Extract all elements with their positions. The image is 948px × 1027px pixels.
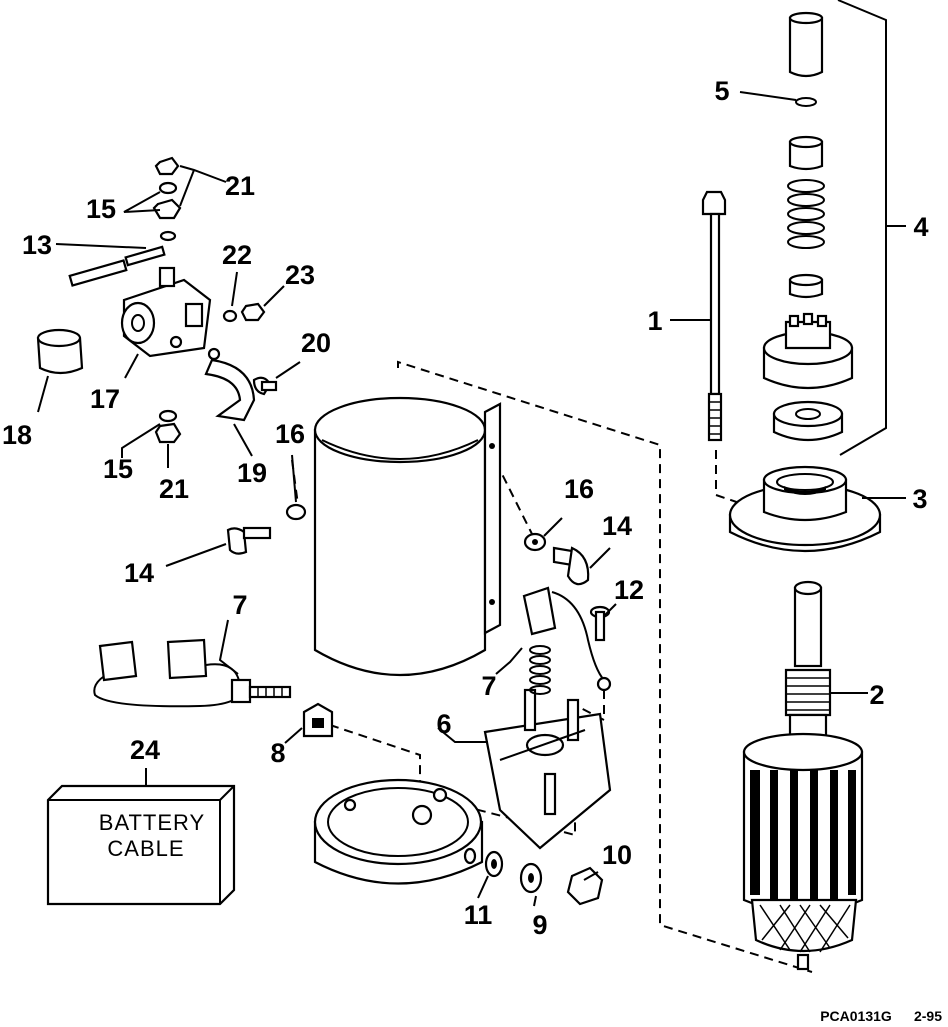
callout-10: 10: [602, 840, 632, 870]
callout-6: 6: [436, 709, 451, 739]
callout-15-bottom: 15: [103, 454, 133, 484]
part-8-terminal-clip: [302, 702, 334, 738]
hardware-parts: [226, 376, 604, 906]
callout-2: 2: [869, 680, 884, 710]
callout-8: 8: [270, 738, 285, 768]
brush-right-assembly: [522, 586, 612, 695]
part-6-brush-plate: [483, 688, 612, 850]
callout-21-bottom: 21: [159, 474, 189, 504]
figure-code: PCA0131G 2-95: [820, 1008, 942, 1024]
commutator-end-cap: [313, 778, 484, 885]
battery-cable-box: BATTERY CABLE: [46, 784, 236, 906]
callout-23: 23: [285, 260, 315, 290]
part-13-stud: [68, 245, 166, 287]
motor-frame: [313, 396, 502, 677]
callout-16-left: 16: [275, 419, 305, 449]
leader-lines: [37, 91, 906, 907]
callout-3: 3: [912, 484, 927, 514]
callout-labels: 1 2 3 4 5 6 7 7 8 9 10 11 12 13 14 14 15…: [2, 76, 929, 940]
callout-14-right: 14: [602, 511, 632, 541]
callout-7-right: 7: [481, 671, 496, 701]
part-3-end-cap: [728, 465, 882, 552]
callout-12: 12: [614, 575, 644, 605]
callout-18: 18: [2, 420, 32, 450]
callout-24: 24: [130, 735, 160, 765]
drive-assembly: [762, 11, 854, 442]
callout-1: 1: [647, 306, 662, 336]
callout-19: 19: [237, 458, 267, 488]
callout-13: 13: [22, 230, 52, 260]
battery-label: BATTERY: [99, 810, 205, 835]
callout-15-top: 15: [86, 194, 116, 224]
callout-22: 22: [222, 240, 252, 270]
callout-5: 5: [714, 76, 729, 106]
part-19-strap: [204, 347, 256, 422]
callout-17: 17: [90, 384, 120, 414]
callout-4: 4: [913, 212, 928, 242]
callout-7-left: 7: [232, 590, 247, 620]
part-18-boot: [36, 328, 84, 375]
callout-20: 20: [301, 328, 331, 358]
part-22-23-hardware: [222, 302, 266, 323]
part-4-bracket: [837, 0, 906, 456]
callout-14-left: 14: [124, 558, 154, 588]
brush-left-assembly: [93, 638, 292, 708]
figure-code-date: 2-95: [914, 1008, 942, 1024]
callout-21-top: 21: [225, 171, 255, 201]
part-15-21-stack: [152, 156, 182, 444]
part-17-solenoid: [120, 266, 212, 358]
part-2-armature: [742, 580, 864, 971]
cable-label: CABLE: [107, 836, 184, 861]
figure-code-id: PCA0131G: [820, 1008, 892, 1024]
part-1-through-bolt: [701, 190, 727, 442]
callout-9: 9: [532, 910, 547, 940]
callout-11: 11: [464, 900, 493, 930]
callout-16-right: 16: [564, 474, 594, 504]
